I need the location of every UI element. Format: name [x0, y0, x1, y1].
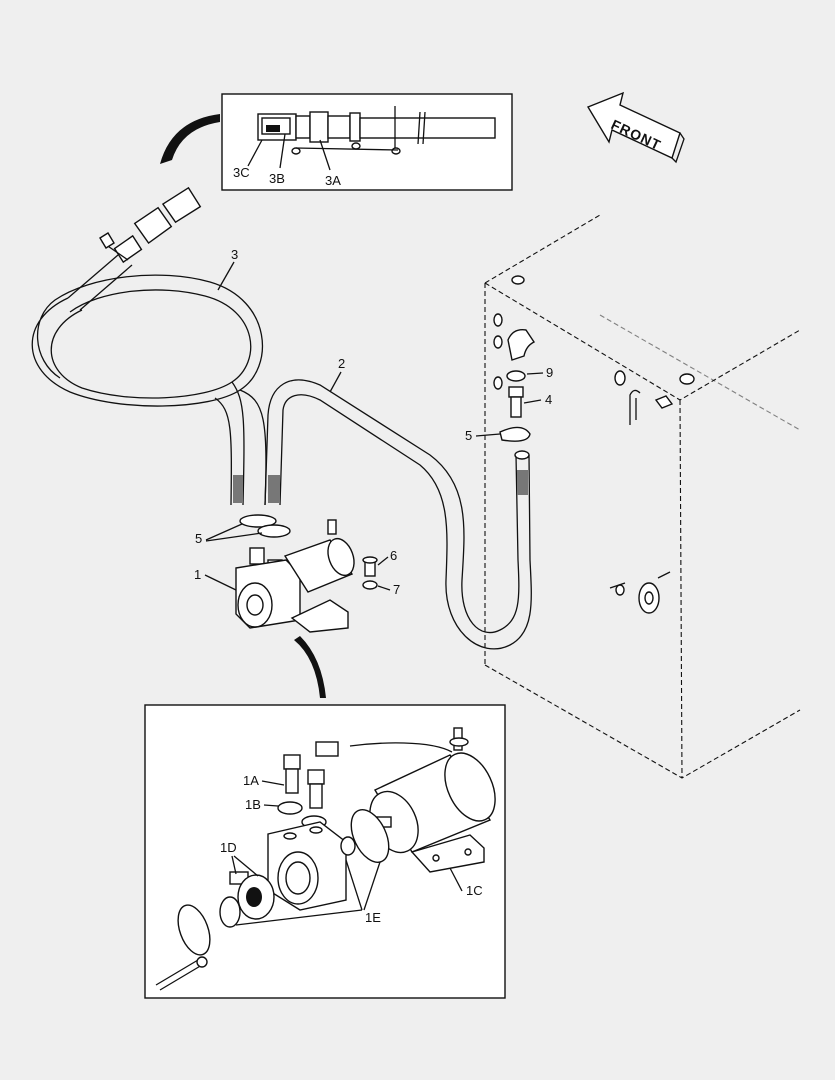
fuel-tank [484, 214, 801, 779]
callout-4: 4 [545, 392, 552, 407]
callout-6: 6 [390, 548, 397, 563]
pump-exploded-inset: 1A 1B 1C 1D 1E [144, 704, 506, 999]
hose-2: 2 [264, 356, 532, 650]
callout-5-pump: 5 [195, 531, 202, 546]
callout-1E: 1E [365, 910, 381, 925]
callout-1A: 1A [243, 773, 259, 788]
callout-3: 3 [231, 247, 238, 262]
hose-3: 3 [31, 186, 267, 506]
callout-9: 9 [546, 365, 553, 380]
callout-2: 2 [338, 356, 345, 371]
callout-3A: 3A [325, 173, 341, 188]
tank-connection-parts: 9 4 5 [465, 365, 553, 443]
callout-3C: 3C [233, 165, 250, 180]
callout-7: 7 [393, 582, 400, 597]
front-direction-arrow: FRONT [586, 91, 685, 164]
callout-5-tank: 5 [465, 428, 472, 443]
callout-1B: 1B [245, 797, 261, 812]
callout-1D: 1D [220, 840, 237, 855]
callout-1: 1 [194, 567, 201, 582]
pump-assembly: 1 5 6 7 [194, 514, 400, 698]
callout-1C: 1C [466, 883, 483, 898]
callout-3B: 3B [269, 171, 285, 186]
hose-detail-inset: 3C 3B 3A [160, 93, 513, 191]
